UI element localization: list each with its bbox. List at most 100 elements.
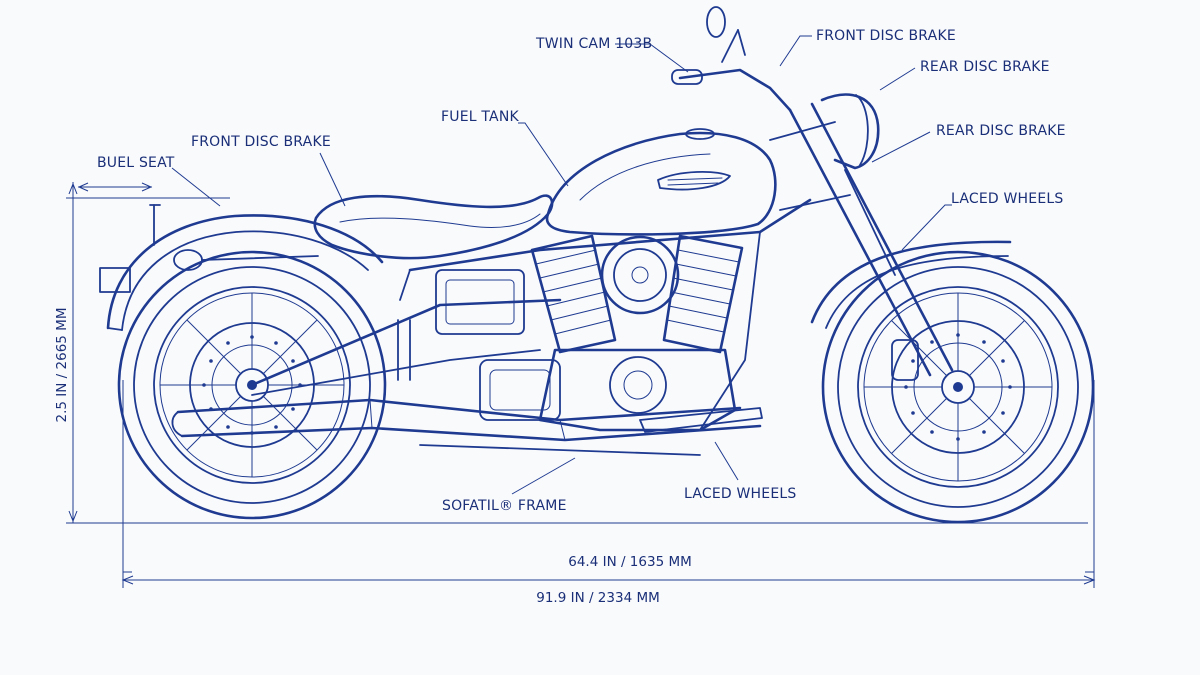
leader-front-disc-left bbox=[319, 152, 346, 207]
front-spokes bbox=[863, 292, 1053, 482]
leader-fuel-tank bbox=[518, 122, 569, 187]
dimension-labels: 2.5 IN / 2665 MM 64.4 IN / 1635 MM 91.9 … bbox=[54, 308, 692, 606]
mirror-stem-2 bbox=[737, 29, 746, 56]
frame-downtube bbox=[699, 231, 761, 431]
leader-rear-disc-1 bbox=[879, 67, 916, 91]
callout-labels: TWIN CAM 103B FRONT DISC BRAKE REAR DISC… bbox=[97, 28, 1066, 514]
label-laced-wheels-bottom: LACED WHEELS bbox=[684, 486, 796, 502]
leader-seat bbox=[171, 167, 221, 207]
tank-badge bbox=[657, 171, 731, 191]
air-cleaner bbox=[600, 235, 680, 315]
seat-stitching bbox=[339, 213, 541, 228]
triple-tree-lower bbox=[779, 194, 851, 211]
rear-tire-outer bbox=[117, 250, 387, 520]
transmission bbox=[479, 359, 561, 421]
fork-tube-rear bbox=[788, 108, 932, 377]
front-fender bbox=[810, 240, 1012, 324]
overhang-arrow-right bbox=[141, 182, 153, 192]
leader-laced-wheels-right bbox=[901, 204, 952, 251]
height-arrow-top bbox=[68, 182, 78, 195]
air-cleaner-inner bbox=[613, 248, 667, 302]
leader-frame bbox=[511, 457, 576, 495]
rear-cylinder bbox=[530, 234, 617, 354]
dimension-wheelbase: 64.4 IN / 1635 MM bbox=[568, 554, 692, 570]
label-front-disc-top: FRONT DISC BRAKE bbox=[816, 28, 956, 44]
exhaust-upper bbox=[176, 398, 742, 422]
seat bbox=[313, 194, 554, 260]
cam-cover bbox=[609, 356, 667, 414]
rear-fender bbox=[99, 204, 384, 331]
rear-fender-tip bbox=[107, 327, 123, 331]
length-arrow-right bbox=[1083, 575, 1096, 585]
exhaust-joint-2 bbox=[559, 419, 566, 441]
frame-rear-strut bbox=[399, 269, 411, 301]
triple-tree-upper bbox=[769, 121, 836, 141]
battery-box-panel bbox=[445, 279, 515, 325]
rear-fender-inner bbox=[121, 230, 369, 331]
front-fender-inner bbox=[825, 255, 1009, 329]
leader-front-disc-top bbox=[779, 35, 812, 67]
rear-cylinder-fins bbox=[535, 249, 612, 335]
label-fuel-tank: FUEL TANK bbox=[441, 109, 520, 125]
label-frame: SOFATIL® FRAME bbox=[442, 498, 567, 514]
leader-laced-wheels-bottom bbox=[714, 441, 739, 481]
handlebar-grip bbox=[671, 69, 703, 85]
footpeg-board bbox=[639, 407, 763, 433]
rear-rim bbox=[153, 286, 351, 484]
front-cylinder bbox=[662, 234, 744, 354]
frame bbox=[250, 198, 812, 431]
dimension-height: 2.5 IN / 2665 MM bbox=[54, 308, 70, 423]
headlight bbox=[820, 93, 880, 170]
transmission-cover bbox=[489, 369, 551, 411]
air-cleaner-bolt bbox=[631, 266, 649, 284]
front-axle bbox=[953, 382, 963, 392]
crankcase bbox=[538, 348, 737, 432]
headlight-lens bbox=[855, 94, 869, 166]
fuel-tank bbox=[545, 128, 777, 236]
leader-twin-cam bbox=[615, 43, 689, 73]
front-cylinder-fins bbox=[666, 249, 740, 333]
mirror bbox=[706, 6, 726, 38]
label-twin-cam: TWIN CAM 103B bbox=[535, 36, 652, 52]
exhaust-lower bbox=[180, 424, 762, 442]
tank-outline bbox=[545, 131, 777, 236]
dimension-lines bbox=[66, 182, 1096, 588]
front-caliper bbox=[891, 339, 919, 381]
front-rim bbox=[857, 286, 1059, 488]
label-seat: BUEL SEAT bbox=[97, 155, 175, 171]
tank-badge-line-2 bbox=[667, 182, 719, 186]
exhaust-tip bbox=[171, 411, 183, 437]
swingarm-lower bbox=[251, 349, 541, 396]
frame-backbone bbox=[408, 198, 812, 272]
fender-strut bbox=[201, 255, 319, 261]
front-tire-outer bbox=[821, 250, 1095, 524]
length-arrow-left bbox=[121, 575, 134, 585]
front-end bbox=[671, 6, 1012, 377]
label-laced-wheels-right: LACED WHEELS bbox=[951, 191, 1063, 207]
fork-tube-front bbox=[810, 102, 954, 372]
tank-badge-line-1 bbox=[667, 177, 723, 181]
front-tire-inner bbox=[837, 266, 1079, 508]
taillight-mount bbox=[99, 267, 131, 293]
rear-tire-inner bbox=[133, 266, 371, 504]
handlebar bbox=[678, 68, 792, 112]
tank-highlight bbox=[579, 153, 711, 201]
exhaust-joint-1 bbox=[369, 399, 373, 429]
battery-box bbox=[435, 269, 525, 335]
dimension-length: 91.9 IN / 2334 MM bbox=[536, 590, 660, 606]
seat-outline bbox=[313, 194, 554, 260]
leader-lines bbox=[171, 35, 952, 495]
mirror-stem bbox=[721, 29, 739, 63]
fuel-cap bbox=[685, 128, 715, 140]
swingarm-upper bbox=[250, 298, 562, 387]
cam-cover-inner bbox=[623, 370, 653, 400]
label-rear-disc-2: REAR DISC BRAKE bbox=[936, 123, 1066, 139]
overhang-arrow-left bbox=[77, 182, 89, 192]
label-rear-disc-1: REAR DISC BRAKE bbox=[920, 59, 1050, 75]
fork-slider bbox=[844, 169, 896, 276]
leader-rear-disc-2 bbox=[871, 131, 931, 163]
height-arrow-bottom bbox=[68, 510, 78, 523]
front-disc-holes bbox=[904, 333, 1012, 441]
label-front-disc-left: FRONT DISC BRAKE bbox=[191, 134, 331, 150]
